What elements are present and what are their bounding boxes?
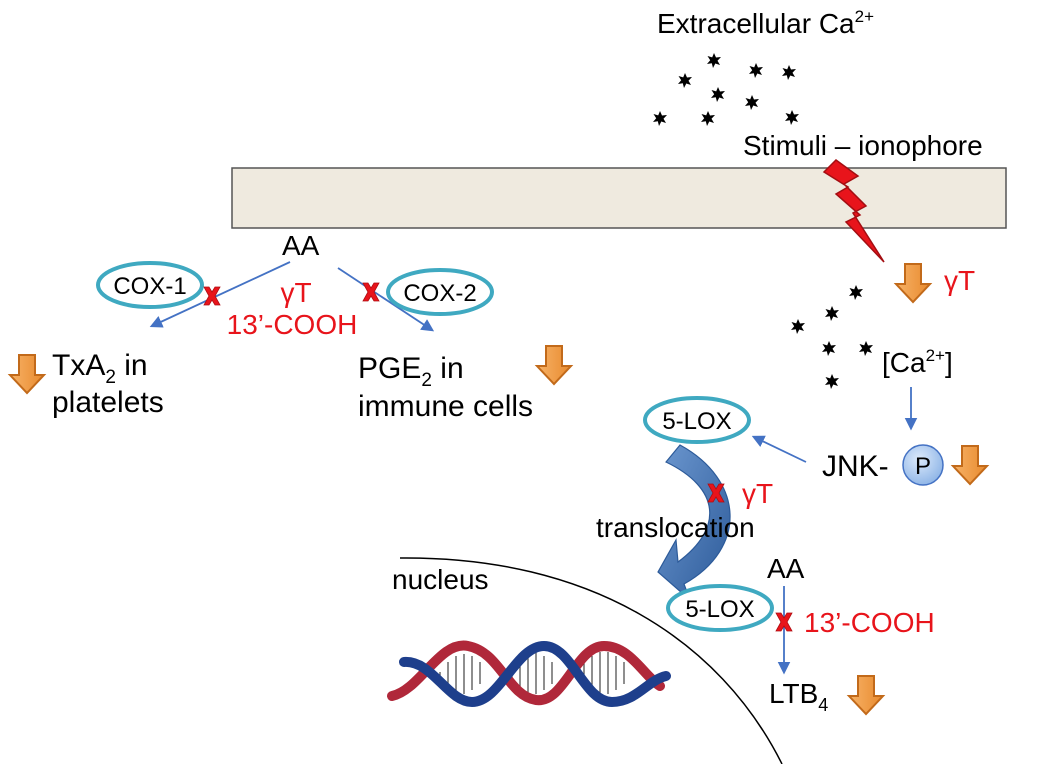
cox2-enzyme bbox=[386, 268, 494, 316]
extracellular-ca-label: Extracellular Ca2+ bbox=[657, 7, 874, 39]
5lox-label-nucleus: 5-LOX bbox=[685, 596, 754, 623]
pge2-label: PGE2 in bbox=[358, 352, 464, 391]
phospho-label: P bbox=[915, 453, 931, 480]
gamma-t-top: γT bbox=[944, 265, 975, 296]
5lox-enzyme-nucleus bbox=[666, 584, 774, 632]
stimuli-label: Stimuli – ionophore bbox=[743, 130, 983, 161]
gamma-t-translocation: γT bbox=[742, 478, 773, 509]
inhibition-x-icon bbox=[362, 282, 380, 302]
arrow-aa-to-pge2 bbox=[337, 267, 435, 332]
txa2-platelets: platelets bbox=[52, 386, 164, 419]
down-arrow-icon bbox=[848, 675, 884, 715]
arrow-jnk-to-5lox bbox=[751, 435, 807, 463]
aa-substrate-left: AA bbox=[282, 230, 320, 261]
cox2-label: COX-2 bbox=[403, 280, 476, 307]
down-arrow-icon bbox=[9, 354, 45, 394]
nucleus-envelope bbox=[399, 557, 783, 764]
calcium-ion-icon bbox=[791, 285, 873, 389]
pge2-immune-cells: immune cells bbox=[358, 390, 533, 423]
cooh-left: 13’-COOH bbox=[227, 309, 358, 340]
cox1-enzyme bbox=[96, 261, 204, 309]
down-arrow-icon bbox=[536, 345, 572, 385]
translocation-label: translocation bbox=[596, 512, 755, 543]
dna-helix-icon bbox=[387, 640, 671, 708]
lightning-icon bbox=[822, 159, 885, 263]
cooh-right: 13’-COOH bbox=[804, 607, 935, 638]
phosphate-circle-icon bbox=[902, 444, 944, 486]
intracellular-ca-label: [Ca2+] bbox=[882, 346, 953, 378]
txa2-label: TxA2 in bbox=[52, 349, 148, 388]
ltb4-label: LTB4 bbox=[769, 678, 828, 715]
calcium-ion-icon bbox=[653, 53, 799, 126]
jnk-label: JNK- bbox=[822, 450, 889, 483]
cell-membrane bbox=[231, 167, 1007, 229]
down-arrow-icon bbox=[895, 263, 931, 303]
nucleus-label: nucleus bbox=[392, 564, 489, 595]
5lox-enzyme-cytosol bbox=[643, 396, 751, 444]
gamma-t-left: γT bbox=[280, 277, 311, 308]
down-arrow-icon bbox=[952, 445, 988, 485]
aa-substrate-right: AA bbox=[767, 553, 805, 584]
5lox-label-cytosol: 5-LOX bbox=[662, 408, 731, 435]
arrow-aa-to-txa2 bbox=[149, 261, 291, 328]
cox1-label: COX-1 bbox=[113, 273, 186, 300]
